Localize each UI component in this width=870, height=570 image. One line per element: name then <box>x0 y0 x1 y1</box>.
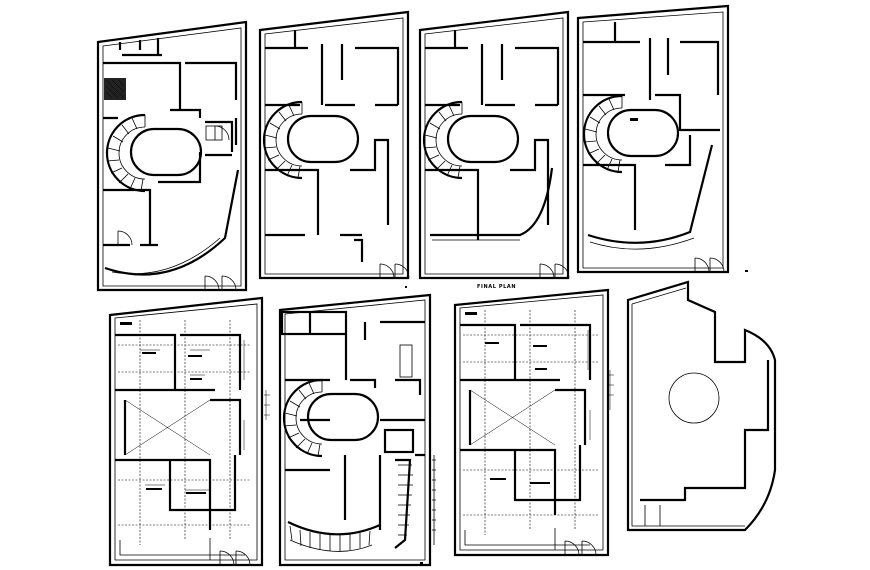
dome-circle <box>668 372 720 424</box>
plan-7 <box>453 288 614 557</box>
plan-4 <box>576 4 730 274</box>
plan-6 <box>278 293 436 567</box>
plan-2 <box>258 10 410 280</box>
plan-8 <box>626 280 777 532</box>
plan-5 <box>108 296 270 567</box>
sheet-title: FINAL PLAN <box>477 284 516 290</box>
plan-1 <box>96 20 248 292</box>
plan-3 <box>418 10 570 280</box>
